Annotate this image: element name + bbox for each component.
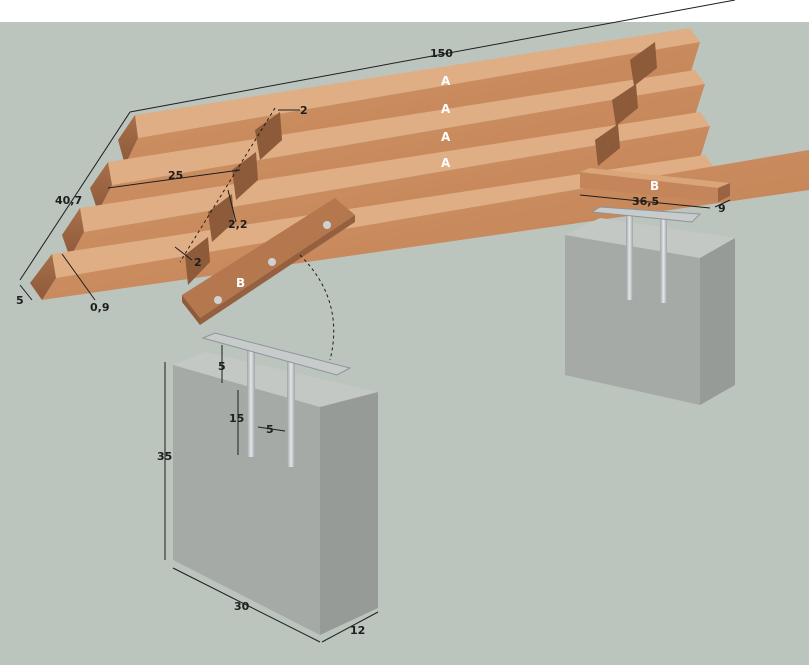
anchor-plate xyxy=(201,332,352,376)
dim-board-length: 36,5 xyxy=(632,195,659,208)
connector-board-label: B xyxy=(236,276,245,290)
foundation-right xyxy=(565,168,735,405)
dim-width: 30 xyxy=(234,600,250,613)
anchor-rod xyxy=(626,215,633,300)
plank-dimension-lines xyxy=(19,0,736,301)
bolt-icon xyxy=(268,258,276,266)
dim-rod-spacing: 5 xyxy=(266,423,274,436)
foundation-left xyxy=(173,332,378,635)
dim-notch-depth: 2,2 xyxy=(228,218,248,231)
anchor-rod xyxy=(247,345,255,457)
top-band xyxy=(0,0,809,22)
plank-label-a2: A xyxy=(441,102,451,116)
plank-label-a4: A xyxy=(441,156,451,170)
bolt-icon xyxy=(323,221,331,229)
dim-length: 150 xyxy=(430,47,453,60)
plank-label-a1: A xyxy=(441,74,451,88)
dim-notch-top: 2 xyxy=(300,104,308,117)
dim-plate-offset: 5 xyxy=(218,360,226,373)
right-board-label: B xyxy=(650,179,659,193)
anchor-rod xyxy=(287,355,295,467)
dim-width-total: 40,7 xyxy=(55,194,82,207)
dim-line-board-length xyxy=(579,194,711,209)
board-b-front xyxy=(580,172,718,202)
bolt-icon xyxy=(214,296,222,304)
anchor-plate xyxy=(590,206,702,223)
dim-rod-length: 15 xyxy=(229,412,244,425)
dim-gap: 0,9 xyxy=(90,301,110,314)
foundation-left-dimension-lines xyxy=(164,345,379,643)
plank-label-a3: A xyxy=(441,130,451,144)
notch-centerline xyxy=(179,107,276,263)
board-b-top xyxy=(580,168,730,188)
dim-line-board-width xyxy=(714,199,731,208)
dim-depth: 12 xyxy=(350,624,365,637)
dim-notch-position: 25 xyxy=(168,169,183,182)
notches xyxy=(185,42,657,285)
dim-board-width: 9 xyxy=(718,202,726,215)
dim-thickness: 5 xyxy=(16,294,24,307)
dim-height: 35 xyxy=(157,450,172,463)
connector-arc xyxy=(299,254,335,361)
connector-board xyxy=(182,198,355,325)
anchor-rod xyxy=(660,218,667,303)
dim-notch-bottom: 2 xyxy=(194,256,202,269)
